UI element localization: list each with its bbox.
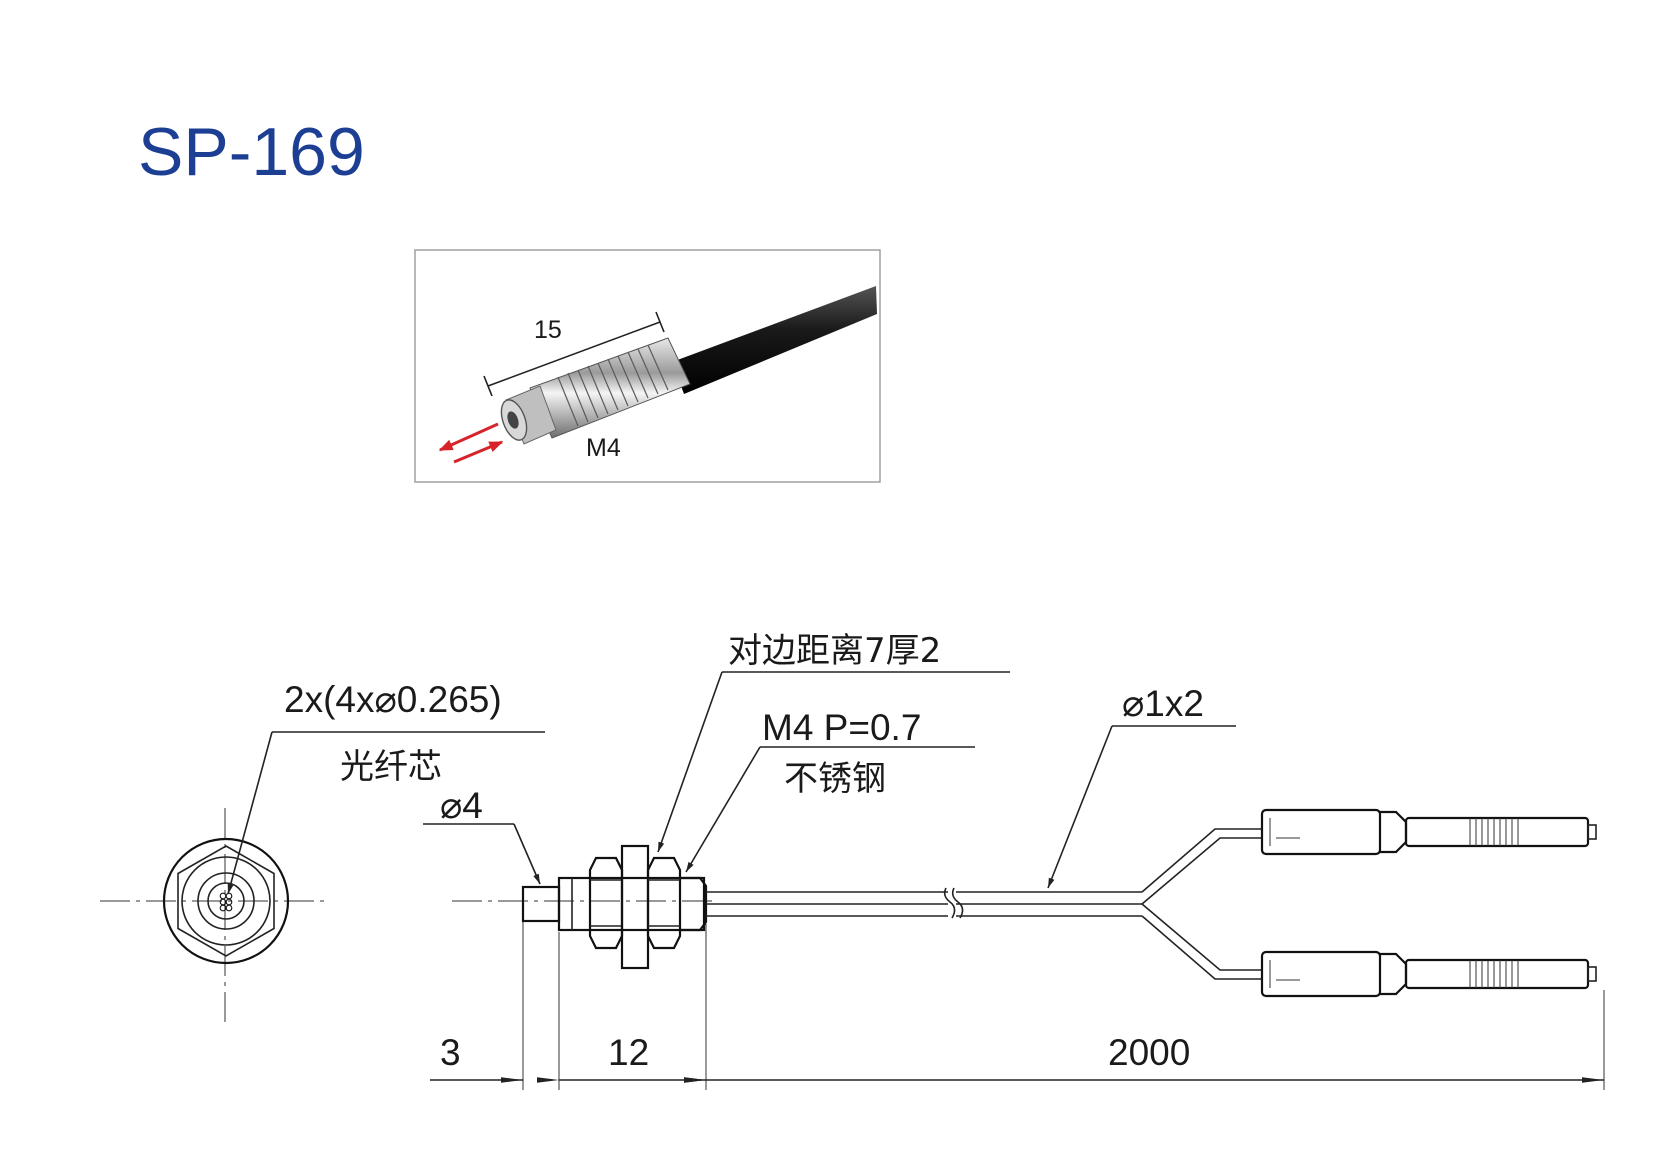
dim-label-cable: 2000: [1108, 1032, 1190, 1073]
tip-diameter-label: ⌀4: [440, 785, 483, 826]
nut-label: 对边距离7厚2: [728, 631, 941, 671]
cable-leader-line: [1047, 725, 1113, 889]
thread-spec-label: M4 P=0.7: [762, 707, 921, 748]
hex-nut-2: [646, 856, 682, 950]
nut-leader-line: [657, 671, 723, 853]
photo-cable: [672, 286, 877, 394]
thread-leader-line: [685, 746, 761, 873]
core-count-label: 2x(4x⌀0.265): [284, 679, 502, 720]
photo-thread-label: M4: [586, 434, 621, 462]
dim-label-tip: 3: [440, 1032, 461, 1073]
cable-spec-label: ⌀1x2: [1122, 683, 1204, 724]
page-title: SP-169: [138, 114, 365, 190]
side-view: [423, 671, 1605, 1090]
thread-end-chamfer: [680, 876, 708, 932]
hex-nut-1: [588, 856, 624, 950]
fiber-cores: [219, 892, 233, 912]
product-photo: 15 M4: [414, 249, 881, 483]
light-direction-arrows: [438, 422, 504, 464]
fiber-cable: [706, 828, 1262, 980]
washer: [620, 844, 650, 970]
connector-lower: [1260, 950, 1597, 998]
connector-upper: [1260, 808, 1597, 856]
core-name-label: 光纤芯: [340, 747, 442, 787]
front-thread-circle: [197, 872, 255, 930]
photo-length-label: 15: [534, 316, 562, 344]
front-view: [100, 731, 545, 1024]
front-inner-circle: [181, 856, 271, 946]
sensor-tip: [521, 885, 561, 923]
photo-length-dimension: [483, 311, 665, 397]
front-outer-circle: [162, 837, 290, 965]
material-label: 不锈钢: [784, 759, 886, 799]
front-hex-nut: [177, 845, 275, 957]
front-tip-circle: [207, 882, 245, 920]
thread-body: [557, 876, 706, 932]
core-leader-line: [227, 731, 273, 895]
photo-sensor-body: [500, 337, 691, 445]
dim-label-body: 12: [608, 1032, 649, 1073]
